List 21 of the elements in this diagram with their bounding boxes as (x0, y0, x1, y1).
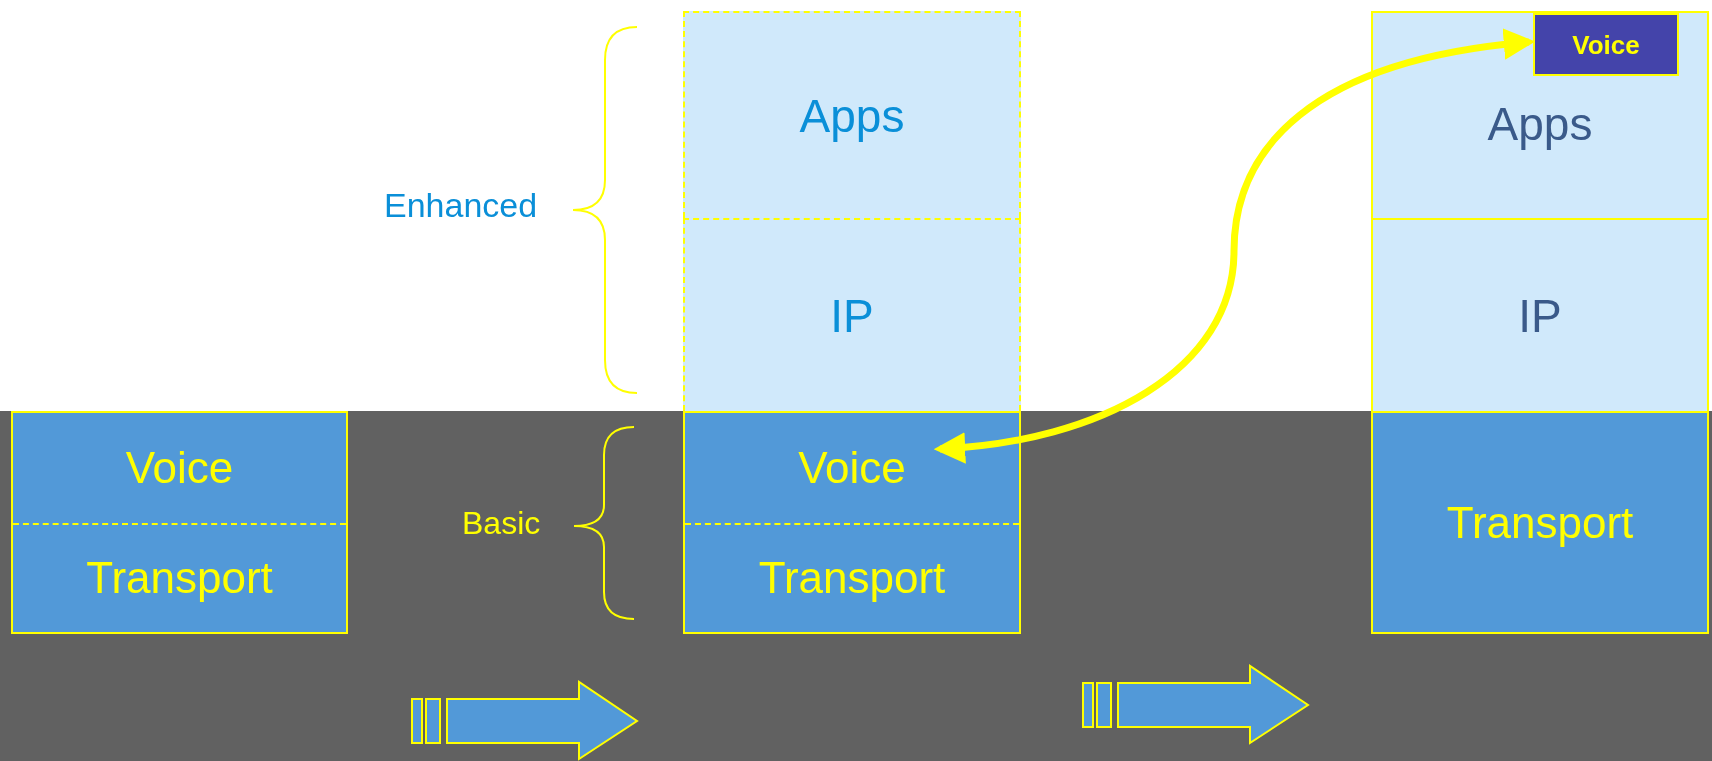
layer-label: Transport (86, 555, 273, 600)
layer-box (1371, 218, 1709, 411)
layer-label: Transport (758, 555, 946, 600)
layer-box (683, 411, 1021, 523)
layer-box (683, 523, 1021, 634)
layer-box (1371, 411, 1709, 634)
brace-label: Basic (462, 507, 541, 539)
layer-label: Voice (798, 446, 906, 490)
layer-label: IP (830, 292, 874, 339)
label-box (1533, 13, 1679, 76)
brace-label: Enhanced (384, 188, 538, 222)
curved-arrow (933, 29, 1536, 463)
layer-box (11, 411, 348, 523)
layer-box (683, 11, 1021, 218)
layer-box (11, 523, 348, 634)
layer-label: Voice (1572, 31, 1640, 58)
layer-label: Transport (1446, 500, 1634, 545)
layer-label: Voice (125, 446, 234, 490)
layer-label: IP (1518, 292, 1562, 339)
layer-box (1371, 11, 1709, 218)
layer-box (683, 218, 1021, 411)
